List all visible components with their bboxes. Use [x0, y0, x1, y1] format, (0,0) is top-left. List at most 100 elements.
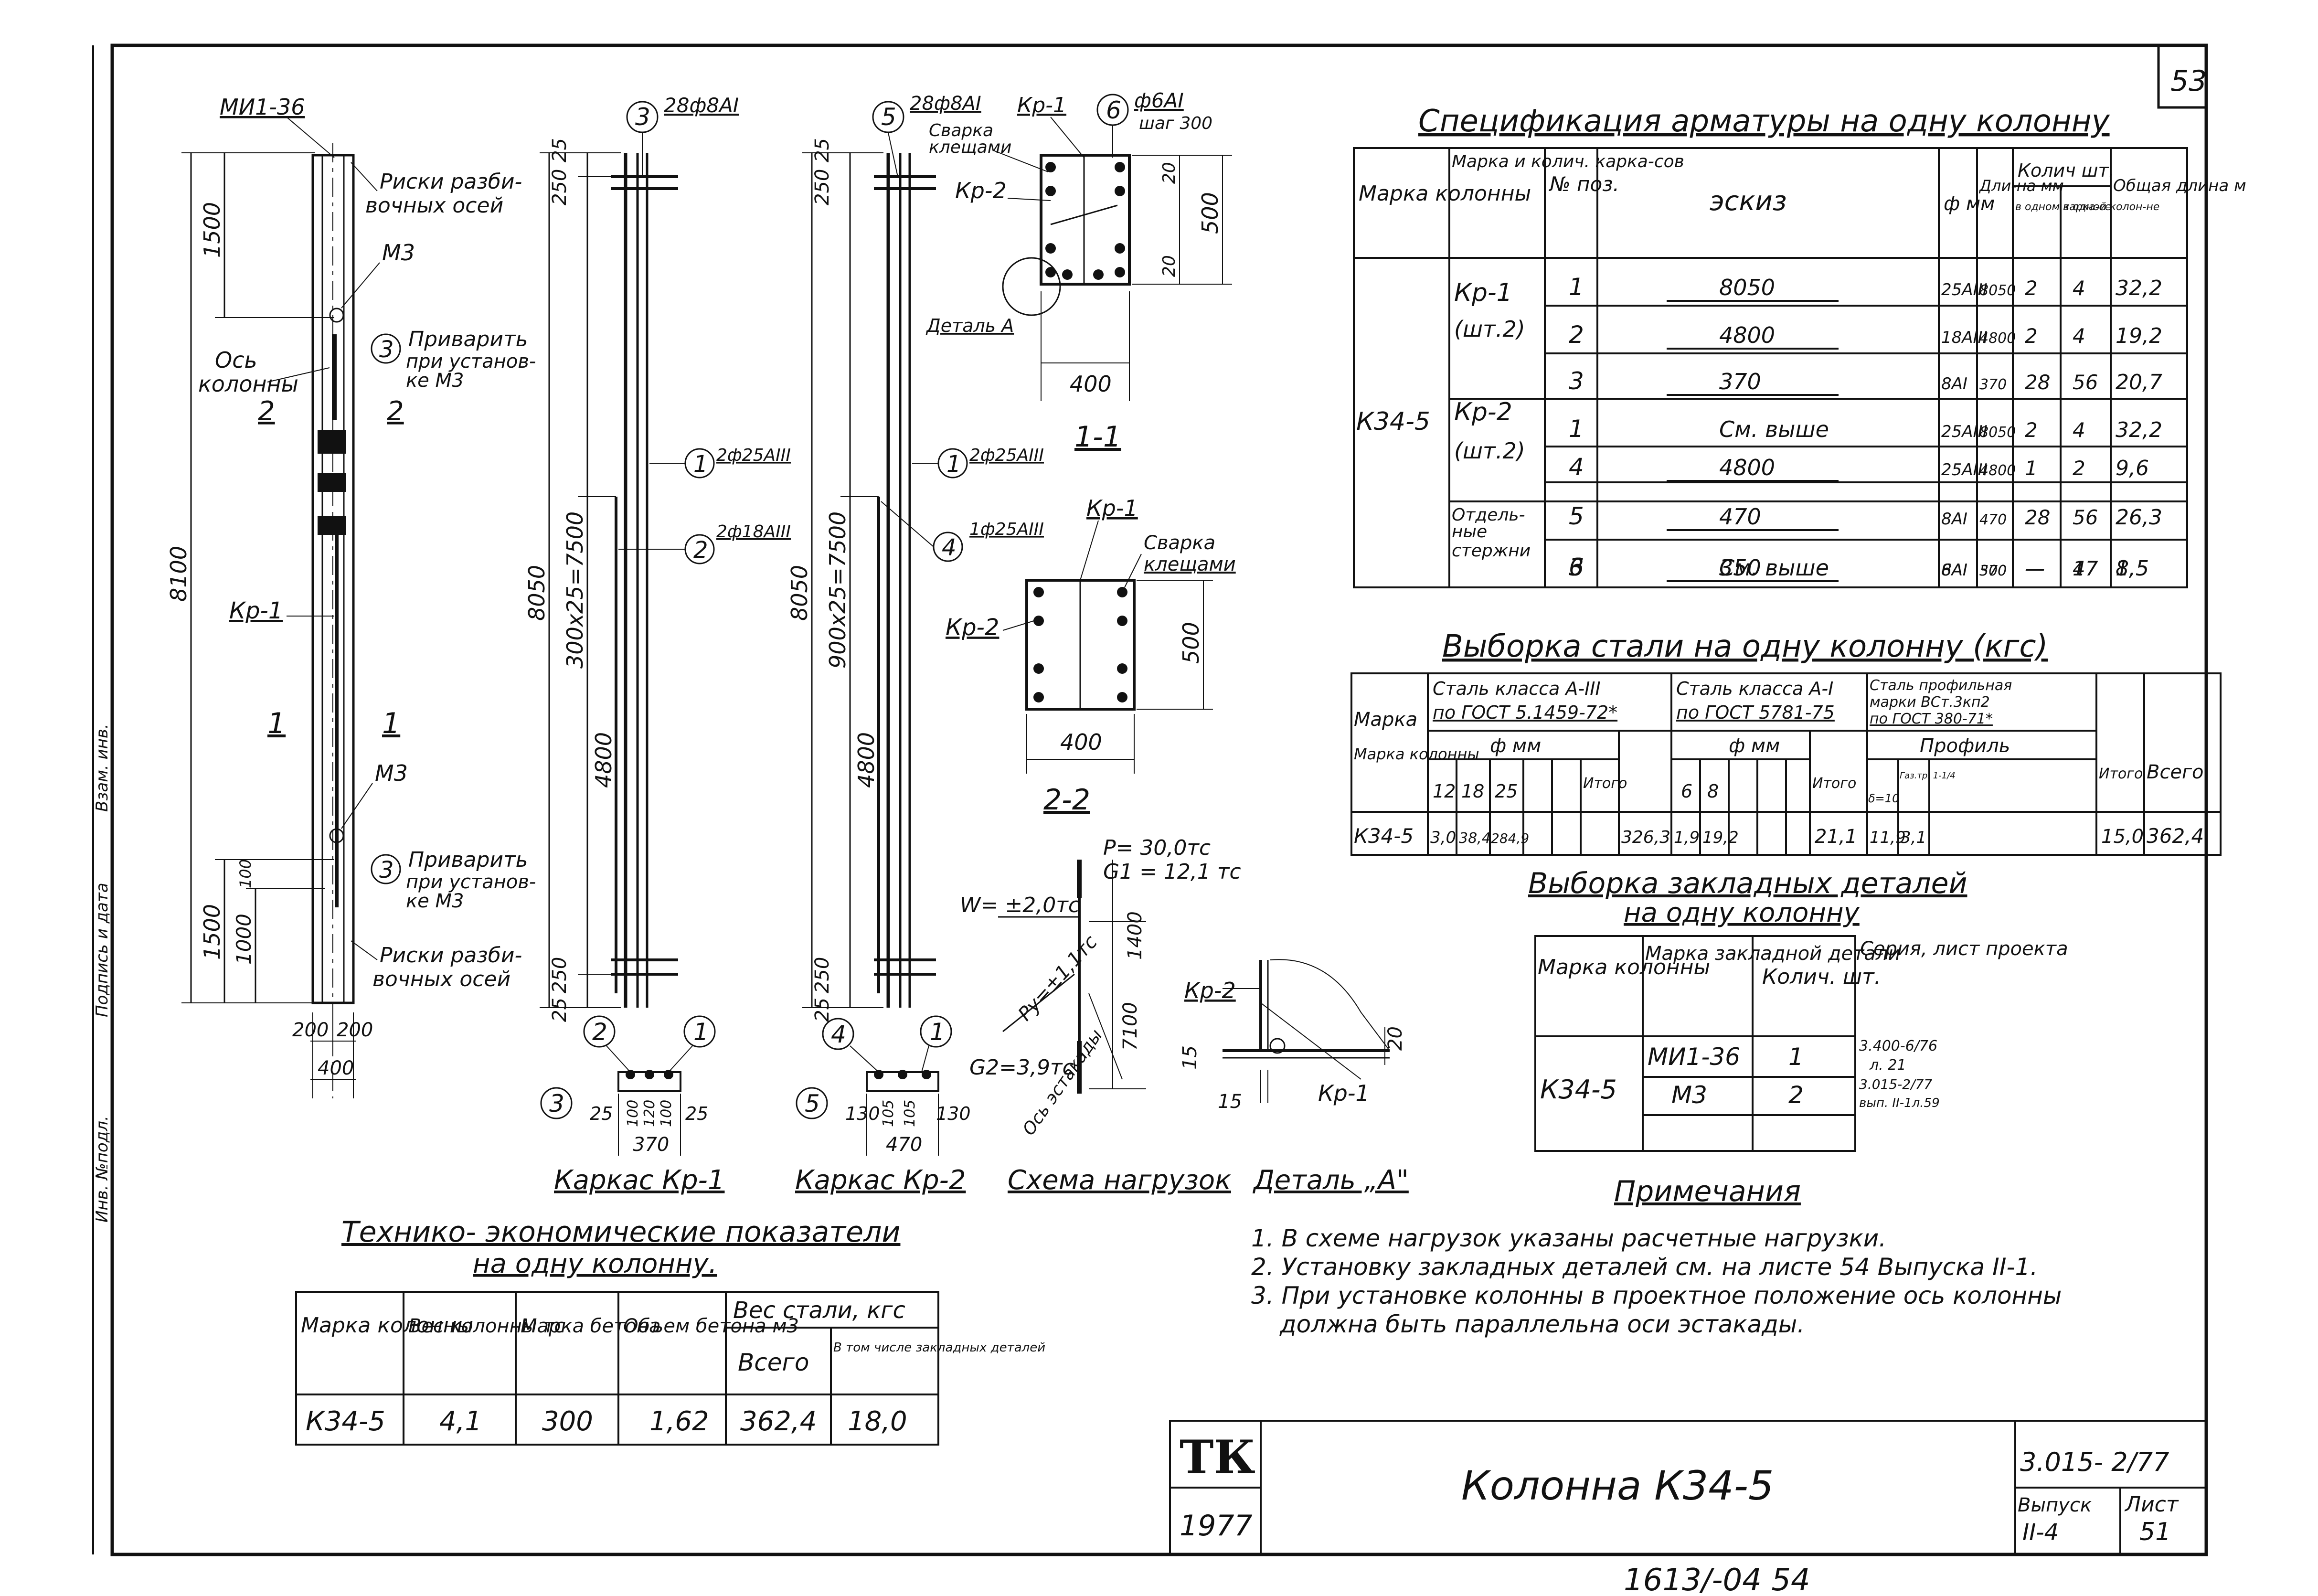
- kp1-dim-bottom: 25: [549, 998, 571, 1022]
- section-11-kp2: Кр-2: [955, 178, 1007, 203]
- kp1-elevation-label: Кр-1: [229, 597, 283, 624]
- page-number-box: [2157, 44, 2208, 109]
- section-11-t1: 20: [1159, 162, 1179, 184]
- section-22-width: 400: [1060, 729, 1102, 755]
- tep-h-concrete: Марка бетона: [521, 1315, 661, 1337]
- kp1-caption: Каркас Кр-1: [554, 1165, 725, 1196]
- weld-note-top-3: ке М3: [406, 370, 464, 392]
- side-label-inv: Инв. №подл.: [93, 1116, 112, 1223]
- spec-row-q1: 1: [2025, 457, 2038, 480]
- m3-bottom-label: М3: [375, 760, 408, 786]
- m3-top-label: М3: [382, 240, 415, 266]
- spec-row-phi: 18АIII: [1941, 328, 1988, 347]
- steel-prof-1: Сталь профильная: [1870, 677, 2012, 694]
- steel-row-p1: 11,9: [1870, 828, 1906, 847]
- spec-h-total: Общая длина м: [2113, 176, 2246, 195]
- load-g1: G1 = 12,1 тс: [1103, 860, 1241, 884]
- spec-frame-sep-3: стержни: [1452, 541, 1531, 561]
- tep-title-2: на одну колонну.: [473, 1248, 717, 1279]
- embedded-row2-series-2: вып. II-1л.59: [1859, 1096, 1940, 1110]
- page-number: 53: [2170, 64, 2207, 98]
- detail-a-d20: 20: [1384, 1026, 1406, 1051]
- kp1-pos1-bar: 2ф25АIII: [716, 446, 791, 465]
- section-22-caption: 2-2: [1043, 783, 1090, 817]
- kp2-pos1-bar: 2ф25АIII: [969, 446, 1044, 465]
- spec-row-sketch: 4800: [1719, 322, 1775, 348]
- spec-row-total: 8,5: [2116, 556, 2149, 581]
- steel-a1-2: по ГОСТ 5781-75: [1676, 702, 1835, 723]
- spec-row-len: 470: [1979, 511, 2007, 528]
- spec-row-phi: 8АI: [1941, 510, 1967, 529]
- embedded-row1-detail: МИ1-36: [1648, 1043, 1740, 1071]
- steel-pr-2: Газ.тр. 1-1/4: [1900, 771, 1956, 781]
- embedded-h-qty: Колич. шт.: [1762, 965, 1881, 989]
- kp2-pos4-callout: 4: [942, 534, 957, 561]
- spec-title: Спецификация арматуры на одну колонну: [1418, 104, 2110, 139]
- spec-row-sketch: См. выше: [1719, 555, 1829, 581]
- dim-width-left: 200: [292, 1019, 329, 1041]
- spec-row-sketch: 8050: [1719, 275, 1775, 300]
- steel-a3-1: Сталь класса А-III: [1433, 678, 1601, 699]
- kp1-sec-callout-2: 2: [592, 1018, 607, 1046]
- kp2-sec-callout-4: 4: [831, 1021, 846, 1048]
- steel-phimm-a1: ф мм: [1729, 735, 1780, 757]
- detail-a-kp2: Кр-2: [1184, 978, 1236, 1003]
- load-g2: G2=3,9тс: [969, 1055, 1074, 1080]
- kp2-dim-last: 250: [811, 957, 833, 993]
- section-11-weld-2: клещами: [929, 138, 1011, 157]
- spec-row-len: 8050: [1979, 424, 2016, 441]
- loads-scheme: P= 30,0тс G1 = 12,1 тс W= ±2,0тс Py=±1,1…: [960, 836, 1241, 1196]
- kp2-caption: Каркас Кр-2: [795, 1165, 966, 1196]
- mark-lines-bottom-2: вочных осей: [372, 967, 510, 991]
- spec-row-total: 1,5: [2116, 556, 2149, 581]
- embedded-row1-series-1: 3.400-6/76: [1859, 1038, 1937, 1054]
- mark-lines-top-2: вочных осей: [365, 193, 503, 218]
- steel-a3-2: по ГОСТ 5.1459-72*: [1433, 702, 1617, 723]
- spec-h-mark: Марка колонны: [1359, 181, 1531, 206]
- kp2-sec-d2: 105: [880, 1100, 897, 1127]
- spec-row-pos: 3: [1569, 553, 1584, 581]
- tep-h-all: Всего: [738, 1349, 809, 1376]
- spec-row-phi: 8АI: [1941, 561, 1967, 580]
- detail-a-caption: Деталь „А": [1252, 1165, 1409, 1196]
- loads-caption: Схема нагрузок: [1008, 1165, 1231, 1196]
- spec-frame-sep-2: ные: [1452, 522, 1487, 542]
- steel-d3-18: 18: [1461, 781, 1484, 802]
- spec-h-frame: Марка и колич. карка-сов: [1452, 152, 1684, 171]
- steel-total-a1: Итого: [1812, 775, 1856, 792]
- spec-column-mark: К34-5: [1356, 407, 1430, 436]
- tep-row-concrete: 300: [542, 1406, 593, 1437]
- section-2-left: 2: [258, 396, 275, 427]
- spec-row-q1: —: [2025, 557, 2045, 580]
- spec-row-q2: 4: [2073, 418, 2085, 442]
- steel-row-mark: К34-5: [1354, 824, 1414, 848]
- steel-d1-6: 6: [1681, 781, 1692, 802]
- spec-row-total: 19,2: [2116, 324, 2162, 348]
- kp1-dim-length: 8050: [524, 565, 550, 621]
- detail-a-d15b: 15: [1218, 1091, 1242, 1113]
- steel-total-prof: Итого: [2099, 766, 2143, 782]
- tep-h-weight: Вес колонны тс: [408, 1315, 564, 1337]
- section-22-weld-2: клещами: [1144, 553, 1236, 575]
- spec-row-total: 9,6: [2116, 456, 2149, 480]
- section-11-pos6-step: шаг 300: [1139, 114, 1212, 133]
- frame-kp2: 25 250 8050 900х25=7500 4800 250 25 5 28…: [787, 93, 1044, 1196]
- kp2-pos4-bar: 1ф25АIII: [969, 520, 1044, 539]
- kp1-dim-spacing: 300х25=7500: [562, 511, 588, 669]
- tep-title-1: Технико- экономические показатели: [341, 1215, 900, 1249]
- steel-row-p2: 3,1: [1901, 828, 1926, 847]
- section-2-2: 400 500 Кр-1 Сварка клещами Кр-2 2-2: [946, 495, 1236, 817]
- frame-kp1: 25 250 8050 300х25=7500 4800 250 25 3 28…: [524, 94, 791, 1196]
- tep-row-embedded: 18,0: [848, 1406, 907, 1437]
- kp1-sec-callout-1: 1: [693, 1018, 709, 1046]
- spec-row-q2: 4: [2073, 557, 2085, 580]
- section-11-width: 400: [1070, 371, 1112, 397]
- spec-row-sketch: 4800: [1719, 455, 1775, 480]
- side-label-sign: Подпись и дата: [93, 883, 112, 1017]
- axis-label-1: Ось: [215, 347, 257, 373]
- kp1-sec-d4: 100: [658, 1100, 675, 1127]
- kp1-dim-last: 250: [549, 957, 571, 993]
- kp2-dim-spacing: 900х25=7500: [825, 511, 851, 669]
- title-block: ТК 1977 Колонна К34-5 3.015- 2/77 Выпуск…: [1169, 1420, 2207, 1555]
